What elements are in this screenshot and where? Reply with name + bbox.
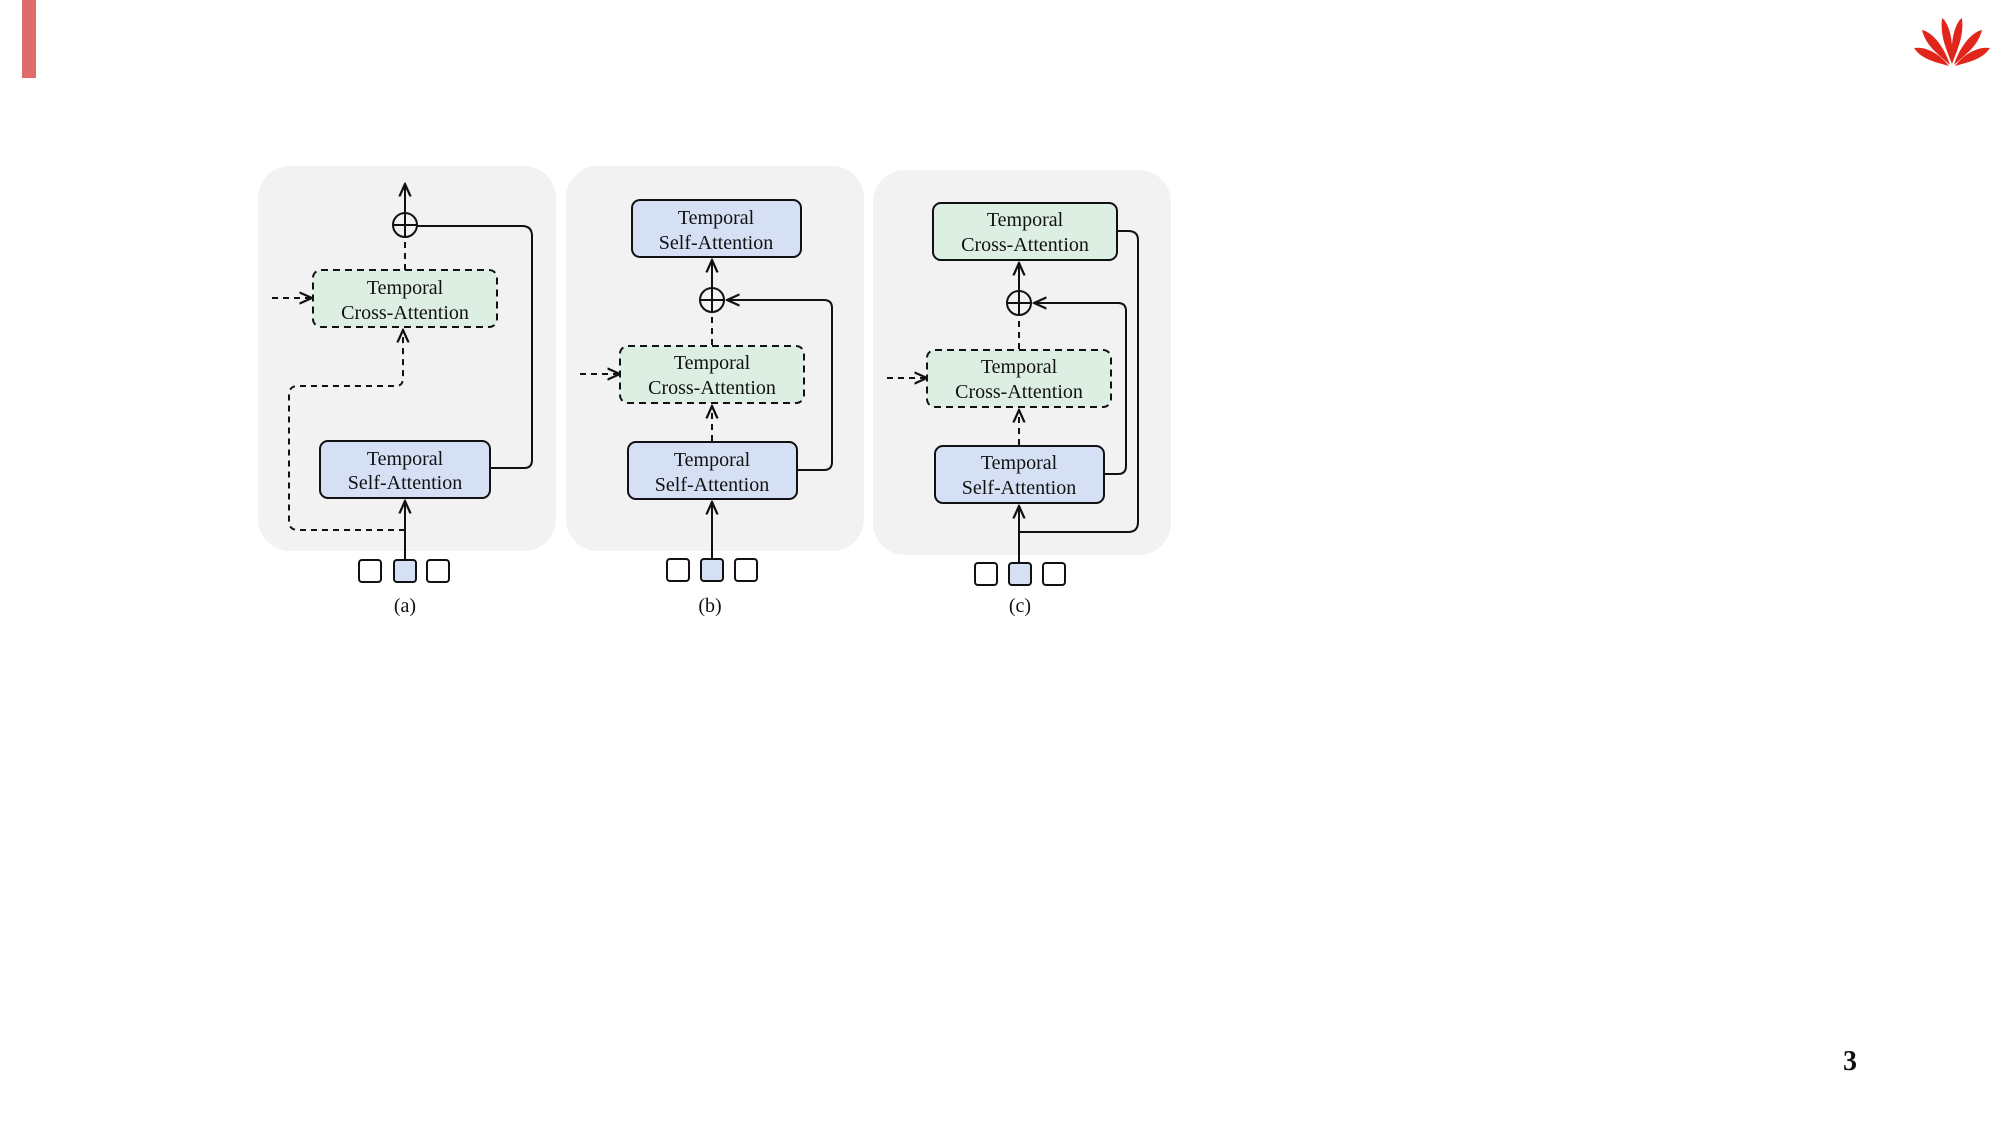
panel-a-self-attention-title: Temporal — [367, 448, 444, 470]
panel-a-token-row — [358, 559, 450, 583]
panel-a-self-attention-label: Self-Attention — [348, 472, 462, 494]
panel-c-token-row — [974, 562, 1066, 586]
token-square-highlighted — [700, 558, 724, 582]
panel-b-cross-attention-box: Temporal Cross-Attention — [619, 345, 805, 404]
panel-b-cross-attention-label: Cross-Attention — [648, 377, 776, 399]
token-square-highlighted — [393, 559, 417, 583]
panel-c: Temporal Cross-Attention Temporal Cross-… — [873, 170, 1171, 617]
token-square — [734, 558, 758, 582]
panel-b-sum-node — [699, 287, 725, 313]
panel-c-inner-residual-path — [1034, 303, 1127, 475]
panel-c-sum-node — [1006, 290, 1032, 316]
panel-a-self-attention-box: Temporal Self-Attention — [319, 440, 491, 499]
panel-b-top-self-attention-label: Self-Attention — [659, 232, 773, 254]
panel-b-cross-attention-title: Temporal — [674, 352, 751, 374]
panel-c-self-attention-title: Temporal — [981, 452, 1058, 474]
token-square — [426, 559, 450, 583]
panel-c-self-attention-label: Self-Attention — [962, 477, 1076, 499]
token-square — [1042, 562, 1066, 586]
panel-a-sum-node — [392, 212, 418, 238]
panel-b: Temporal Self-Attention Temporal Cross-A… — [566, 166, 864, 617]
panel-a-caption: (a) — [394, 595, 416, 617]
token-square — [974, 562, 998, 586]
panel-c-cross-attention-title: Temporal — [981, 356, 1058, 378]
token-square — [666, 558, 690, 582]
panel-c-cross-attention-box: Temporal Cross-Attention — [926, 349, 1112, 408]
panel-c-caption: (c) — [1009, 595, 1031, 617]
token-square-highlighted — [1008, 562, 1032, 586]
panel-b-self-attention-box: Temporal Self-Attention — [627, 441, 798, 500]
panel-c-self-attention-box: Temporal Self-Attention — [934, 445, 1105, 504]
panel-a-residual-path — [418, 225, 533, 469]
panel-b-token-row — [666, 558, 758, 582]
panel-a-cross-attention-title: Temporal — [367, 277, 444, 299]
panel-c-cross-attention-label: Cross-Attention — [955, 381, 1083, 403]
panel-c-outer-skip-path — [1019, 230, 1139, 533]
panel-c-top-cross-attention-label: Cross-Attention — [961, 234, 1089, 256]
panel-b-residual-path — [727, 300, 833, 471]
panel-b-top-self-attention-title: Temporal — [678, 207, 755, 229]
panel-b-caption: (b) — [698, 595, 721, 617]
panel-a: Temporal Cross-Attention Temporal Self-A… — [258, 166, 556, 617]
panel-b-top-self-attention-box: Temporal Self-Attention — [631, 199, 802, 258]
panel-b-self-attention-label: Self-Attention — [655, 474, 769, 496]
panel-c-top-cross-attention-title: Temporal — [987, 209, 1064, 231]
huawei-logo-icon — [1914, 18, 1990, 66]
panel-c-top-cross-attention-box: Temporal Cross-Attention — [932, 202, 1118, 261]
panel-a-dashed-input-bypass — [288, 330, 405, 531]
slide-accent-bar — [22, 0, 36, 78]
page-number: 3 — [1843, 1046, 1857, 1077]
token-square — [358, 559, 382, 583]
panel-a-cross-attention-label: Cross-Attention — [341, 302, 469, 324]
panel-b-self-attention-title: Temporal — [674, 449, 751, 471]
panel-a-cross-attention-box: Temporal Cross-Attention — [312, 269, 498, 328]
